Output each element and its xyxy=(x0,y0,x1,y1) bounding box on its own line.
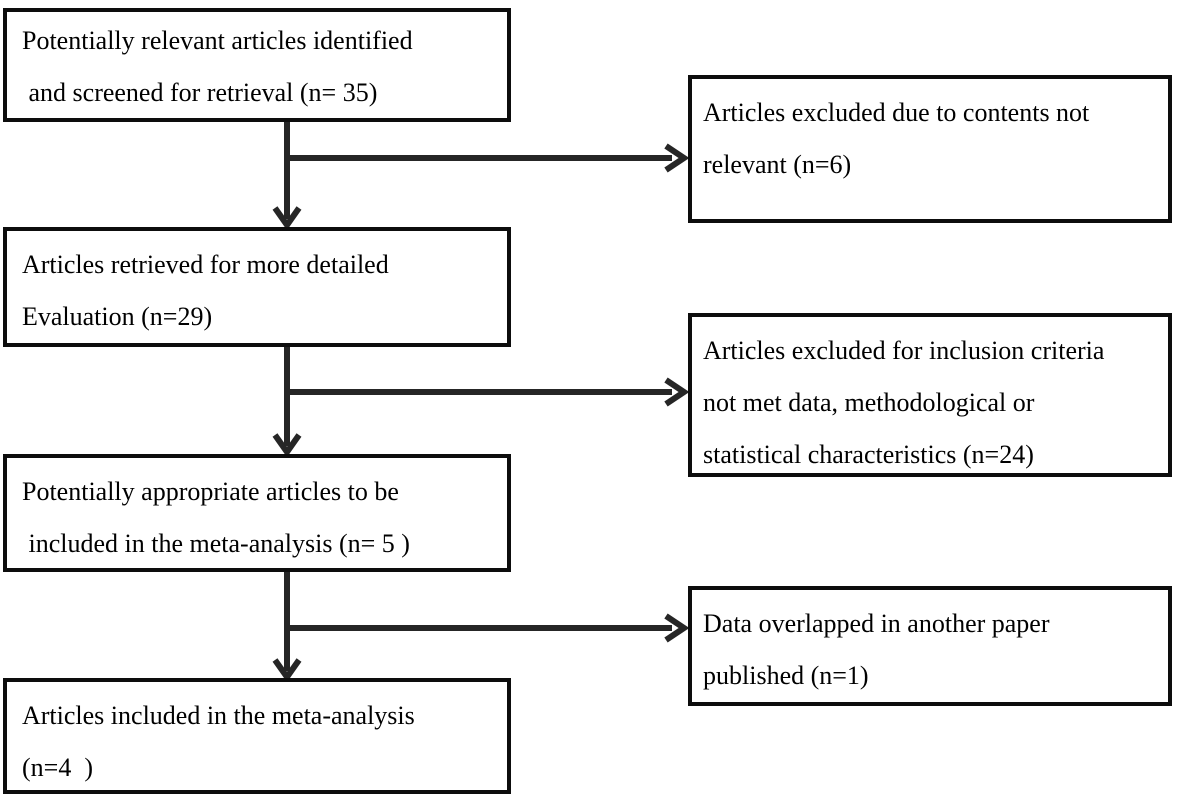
flow-box-text-line: relevant (n=6) xyxy=(703,150,852,179)
flow-box-text-line: Evaluation (n=29) xyxy=(22,302,213,331)
flow-box-retrieved-detailed-evaluation: Articles retrieved for more detailed Eva… xyxy=(3,227,511,347)
arrow-to-excluded-not-relevant xyxy=(284,143,690,173)
flow-box-text-line: Potentially appropriate articles to be xyxy=(22,477,399,506)
flow-box-data-overlapped: Data overlapped in another paper publish… xyxy=(688,586,1172,706)
flow-box-text-line: published (n=1) xyxy=(703,661,869,690)
flow-box-text-line: Articles included in the meta-analysis xyxy=(22,701,415,730)
arrow-appropriate-to-included xyxy=(272,572,302,683)
arrow-to-data-overlapped xyxy=(284,613,690,643)
flow-box-identified-screened: Potentially relevant articles identified… xyxy=(3,8,511,122)
arrow-screened-to-retrieved xyxy=(272,121,302,231)
flow-box-excluded-criteria-not-met: Articles excluded for inclusion criteria… xyxy=(688,313,1172,477)
arrow-retrieved-to-appropriate xyxy=(272,347,302,458)
flow-box-text-line: statistical characteristics (n=24) xyxy=(703,440,1034,469)
flow-box-excluded-not-relevant: Articles excluded due to contents not re… xyxy=(688,75,1172,223)
flow-box-text-line: included in the meta-analysis (n= 5 ) xyxy=(22,529,410,558)
flow-box-text-line: Articles excluded due to contents not xyxy=(703,98,1090,127)
flow-box-potentially-appropriate: Potentially appropriate articles to be i… xyxy=(3,454,511,572)
flow-box-text-line: Articles retrieved for more detailed xyxy=(22,250,389,279)
flow-box-text-line: not met data, methodological or xyxy=(703,388,1035,417)
arrow-to-excluded-criteria xyxy=(284,377,690,407)
flow-box-text-line: Potentially relevant articles identified xyxy=(22,26,413,55)
flow-box-text-line: (n=4 ) xyxy=(22,753,93,782)
flow-box-included-meta-analysis: Articles included in the meta-analysis (… xyxy=(3,678,511,794)
flow-box-text-line: Data overlapped in another paper xyxy=(703,609,1050,638)
flow-box-text-line: and screened for retrieval (n= 35) xyxy=(22,78,378,107)
flow-box-text-line: Articles excluded for inclusion criteria xyxy=(703,336,1105,365)
